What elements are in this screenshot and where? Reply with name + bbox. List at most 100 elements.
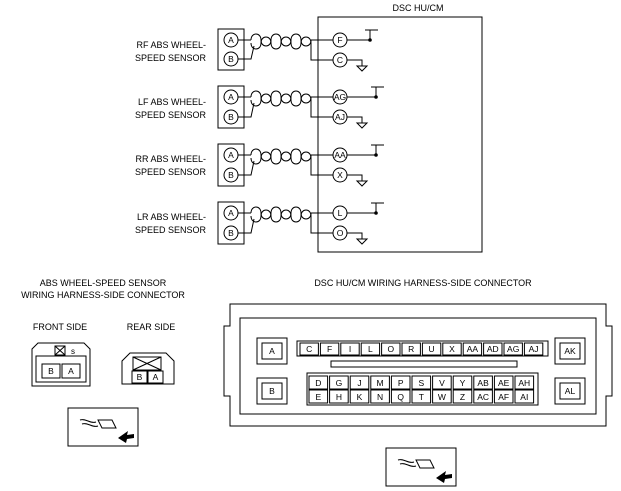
sensor-rr-name-line1: RR ABS WHEEL- <box>135 154 206 164</box>
rear-side-label: REAR SIDE <box>127 322 176 332</box>
pin-cavity-i <box>340 342 360 356</box>
pin-cavity-v-label: V <box>439 378 445 388</box>
sensor-lr-pin-b-label: B <box>228 228 234 238</box>
corner-key-al-label: AL <box>565 386 576 396</box>
sensor-rf-name-line2: SPEED SENSOR <box>135 53 207 63</box>
pin-cavity-x-label: X <box>449 344 455 354</box>
pin-cavity-w-label: W <box>438 392 446 402</box>
rear-cavity-b <box>131 370 148 384</box>
sensor-rf-pin-b-label: B <box>228 54 234 64</box>
rear-cavity-b-label: B <box>137 372 143 382</box>
sensor-rf-ground-symbol <box>347 59 369 72</box>
sensor-rf-name-line1: RF ABS WHEEL- <box>136 40 206 50</box>
pin-cavity-ah-label: AH <box>518 378 530 388</box>
front-cavity-a <box>61 363 81 379</box>
pin-cavity-t-label: T <box>419 392 424 402</box>
pin-cavity-af <box>493 389 514 404</box>
sensor-lr-twisted-wire-2 <box>250 209 312 223</box>
sensor-lf-power-symbol <box>347 86 384 98</box>
pin-cavity-d-label: D <box>315 378 321 388</box>
sensor-rr-circuit: RR ABS WHEEL- SPEED SENSOR A B AA X <box>135 143 384 187</box>
pin-cavity-s-label: S <box>418 378 424 388</box>
connector-view-direction-icon <box>67 407 139 447</box>
module-connector-row1-frame <box>296 340 549 357</box>
module-connector-outer-shell <box>223 303 613 427</box>
front-cavity-b-label: B <box>48 366 54 376</box>
sensor-lf-name-line1: LF ABS WHEEL- <box>138 97 206 107</box>
sensor-rf-junction-dot <box>368 38 372 42</box>
sensor-connector-title-line1: ABS WHEEL-SPEED SENSOR <box>40 278 167 288</box>
front-cavity-a-label: A <box>68 366 74 376</box>
pin-cavity-m <box>370 375 390 390</box>
rear-cavity-a <box>147 370 164 384</box>
pin-cavity-h <box>329 389 349 404</box>
sensor-lf-ground-wire <box>238 100 333 118</box>
sensor-rf-ground-wire <box>238 43 333 61</box>
pin-cavity-n <box>370 389 390 404</box>
sensor-rr-twisted-wire-1 <box>250 148 312 162</box>
dsc-module-box <box>317 16 483 253</box>
module-pin-c-label: C <box>337 55 343 65</box>
sensor-lf-junction-dot <box>374 95 378 99</box>
sensor-lr-name-line1: LR ABS WHEEL- <box>137 212 206 222</box>
pin-cavity-ag-label: AG <box>507 344 519 354</box>
sensor-lf-circuit: LF ABS WHEEL- SPEED SENSOR A B AG AJ <box>135 85 384 129</box>
corner-key-b: B <box>256 377 288 405</box>
module-connector-center-slot <box>330 360 518 368</box>
sensor-lr-circuit: LR ABS WHEEL- SPEED SENSOR A B L O <box>135 201 384 245</box>
rear-cavity-a-label: A <box>153 372 159 382</box>
module-pin-f-label: F <box>337 35 342 45</box>
module-pin-aa-label: AA <box>334 150 346 160</box>
module-connector-row23-frame <box>306 372 539 406</box>
sensor-rr-twisted-wire-2 <box>250 151 312 165</box>
module-connector-inner-frame <box>239 317 597 415</box>
sensor-rf-connector-box <box>217 28 245 71</box>
pin-cavity-k <box>349 389 370 404</box>
pin-cavity-y <box>452 375 473 390</box>
pin-cavity-j <box>349 375 370 390</box>
module-view-icon-frame <box>385 447 457 487</box>
module-connector-view-direction-icon <box>385 447 457 487</box>
pin-cavity-s <box>411 375 432 390</box>
corner-key-ak: AK <box>554 337 586 365</box>
pin-cavity-g <box>329 375 349 390</box>
corner-key-al: AL <box>554 377 586 405</box>
sensor-rf-circuit: RF ABS WHEEL- SPEED SENSOR A B F C <box>135 28 378 72</box>
pin-cavity-f-label: F <box>327 344 332 354</box>
pin-cavity-ad <box>483 342 503 356</box>
pin-cavity-ai-label: AI <box>520 392 528 402</box>
module-pin-l-label: L <box>338 208 343 218</box>
pin-cavity-l-label: L <box>368 344 373 354</box>
sensor-rf-pin-a-label: A <box>228 35 234 45</box>
pin-cavity-aa <box>462 342 483 356</box>
rear-connector-latch <box>132 356 162 371</box>
sensor-lr-power-symbol <box>347 202 384 214</box>
sensor-lr-name-line2: SPEED SENSOR <box>135 225 207 235</box>
pin-cavity-ae-label: AE <box>498 378 510 388</box>
view-icon-wires <box>79 419 99 427</box>
pin-cavity-l <box>360 342 381 356</box>
sensor-lr-connector-box <box>217 201 245 245</box>
sensor-lf-twisted-wire-2 <box>250 93 312 107</box>
pin-cavity-w <box>432 389 452 404</box>
sensor-rf-twisted-wire-2 <box>250 36 312 50</box>
sensor-lr-ground-symbol <box>347 232 369 245</box>
pin-cavity-r <box>401 342 421 356</box>
pin-cavity-r-label: R <box>408 344 414 354</box>
sensor-rr-pin-b-label: B <box>228 170 234 180</box>
pin-cavity-ab <box>473 375 493 390</box>
module-view-icon-plug <box>415 459 435 469</box>
sensor-rr-junction-dot <box>374 153 378 157</box>
sensor-lr-junction-dot <box>374 211 378 215</box>
pin-cavity-v <box>432 375 452 390</box>
rear-connector-housing <box>121 352 175 385</box>
sensor-lr-ground-wire <box>238 216 333 234</box>
pin-cavity-o-label: O <box>387 344 394 354</box>
corner-key-a-label: A <box>269 346 275 356</box>
pin-cavity-ac <box>473 389 493 404</box>
pin-cavity-p <box>390 375 411 390</box>
pin-cavity-h-label: H <box>336 392 342 402</box>
